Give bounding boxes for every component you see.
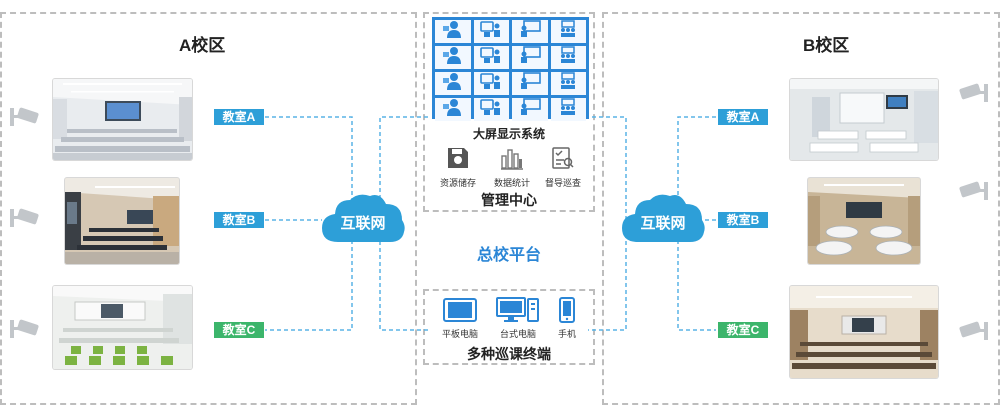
video-tile bbox=[512, 98, 548, 121]
campus-b-classroom-b-tag: 教室B bbox=[718, 212, 768, 228]
camera-icon bbox=[10, 319, 39, 338]
management-frame bbox=[423, 12, 595, 212]
board-icon bbox=[519, 20, 541, 43]
video-tile bbox=[435, 20, 471, 43]
screen-icon bbox=[480, 46, 502, 69]
campus-b-title: B校区 bbox=[803, 36, 850, 55]
camera-icon bbox=[10, 107, 39, 126]
audience-icon bbox=[557, 20, 579, 43]
checklist-icon bbox=[552, 147, 574, 169]
screen-icon bbox=[480, 20, 502, 43]
video-tile bbox=[550, 72, 586, 95]
video-tile bbox=[473, 20, 509, 43]
classroom-photo bbox=[53, 79, 192, 160]
campus-a-classroom-a-tag: 教室A bbox=[214, 109, 264, 125]
camera-icon bbox=[959, 321, 988, 340]
video-tile bbox=[435, 46, 471, 69]
campus-a-classroom-b-tag: 教室B bbox=[214, 212, 264, 228]
bar-chart-icon bbox=[501, 149, 523, 170]
cloud-left-label: 互联网 bbox=[340, 215, 386, 232]
patrol-terminals-label: 多种巡课终端 bbox=[467, 346, 551, 362]
cloud-icon bbox=[322, 194, 405, 242]
video-tile bbox=[550, 46, 586, 69]
video-tile bbox=[550, 98, 586, 121]
campus-a-title: A校区 bbox=[179, 36, 226, 55]
camera-icon bbox=[959, 181, 988, 200]
management-center-label: 管理中心 bbox=[481, 192, 537, 208]
teacher-icon bbox=[442, 72, 464, 95]
device-label: 台式电脑 bbox=[499, 329, 536, 339]
classroom-photo bbox=[53, 286, 192, 369]
video-tile bbox=[435, 72, 471, 95]
cloud-icon bbox=[622, 194, 705, 242]
screen-icon bbox=[480, 72, 502, 95]
video-tile bbox=[435, 98, 471, 121]
video-tile bbox=[512, 46, 548, 69]
teacher-icon bbox=[442, 98, 464, 121]
device-label: 手机 bbox=[557, 329, 576, 339]
teacher-icon bbox=[442, 46, 464, 69]
campus-b-classroom-a-tag: 教室A bbox=[718, 109, 768, 125]
tablet-icon bbox=[443, 298, 477, 322]
video-tile bbox=[512, 20, 548, 43]
classroom-photo bbox=[790, 79, 938, 160]
video-tile bbox=[512, 72, 548, 95]
video-tile bbox=[473, 72, 509, 95]
board-icon bbox=[519, 98, 541, 121]
classroom-photo bbox=[790, 286, 938, 378]
campus-b-frame bbox=[602, 12, 1000, 405]
phone-icon bbox=[559, 297, 575, 323]
desktop-icon bbox=[496, 297, 539, 322]
audience-icon bbox=[557, 46, 579, 69]
display-system-label: 大屏显示系统 bbox=[472, 127, 545, 141]
teacher-icon bbox=[442, 20, 464, 43]
camera-icon bbox=[959, 83, 988, 102]
camera-icon bbox=[10, 208, 39, 227]
campus-b-classroom-c-tag: 教室C bbox=[718, 322, 768, 338]
campus-a-frame bbox=[0, 12, 417, 405]
video-tile bbox=[473, 46, 509, 69]
audience-icon bbox=[557, 98, 579, 121]
classroom-photo bbox=[65, 178, 179, 264]
video-wall bbox=[432, 17, 589, 121]
campus-a-classroom-c-tag: 教室C bbox=[214, 322, 264, 338]
classroom-photo bbox=[808, 178, 920, 264]
tool-label: 督导巡查 bbox=[544, 178, 581, 188]
disk-icon bbox=[448, 148, 468, 168]
headquarters-platform-label: 总校平台 bbox=[476, 247, 541, 264]
device-label: 平板电脑 bbox=[441, 329, 478, 339]
tool-label: 数据统计 bbox=[493, 178, 530, 188]
audience-icon bbox=[557, 72, 579, 95]
terminals-frame bbox=[423, 289, 595, 365]
video-tile bbox=[473, 98, 509, 121]
screen-icon bbox=[480, 98, 502, 121]
board-icon bbox=[519, 72, 541, 95]
board-icon bbox=[519, 46, 541, 69]
video-tile bbox=[550, 20, 586, 43]
tool-label: 资源储存 bbox=[439, 178, 476, 188]
cloud-right-label: 互联网 bbox=[640, 215, 686, 232]
